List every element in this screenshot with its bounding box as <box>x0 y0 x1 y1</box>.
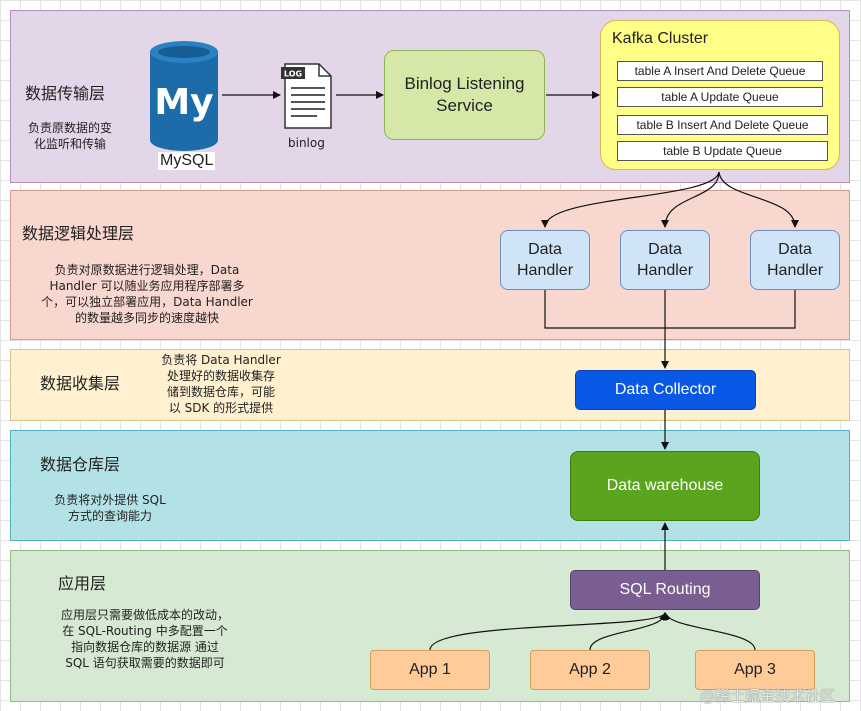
mysql-logo-text: My <box>154 82 213 123</box>
queue-table-a-update: table A Update Queue <box>617 87 823 107</box>
data-collector-node: Data Collector <box>575 370 756 410</box>
logic-layer-title: 数据逻辑处理层 <box>22 224 135 243</box>
queue-table-b-insert-delete: table B Insert And Delete Queue <box>617 115 828 135</box>
collect-layer-title: 数据收集层 <box>40 374 121 393</box>
warehouse-layer-title: 数据仓库层 <box>40 455 121 474</box>
binlog-listening-service-node: Binlog Listening Service <box>384 50 545 140</box>
app-2-node: App 2 <box>530 650 650 690</box>
app-3-node: App 3 <box>695 650 815 690</box>
data-warehouse-node: Data warehouse <box>570 451 760 521</box>
queue-table-b-update: table B Update Queue <box>617 141 828 161</box>
binlog-label: binlog <box>288 136 325 150</box>
logic-layer-desc: 负责对原数据进行逻辑处理，Data Handler 可以随业务应用程序部署多 个… <box>41 263 253 325</box>
log-file-icon: LOG <box>281 63 332 129</box>
mysql-label: MySQL <box>158 152 216 170</box>
queue-table-a-insert-delete: table A Insert And Delete Queue <box>617 61 823 81</box>
app-1-node: App 1 <box>370 650 490 690</box>
mysql-database-icon: My <box>150 41 218 151</box>
kafka-cluster-title: Kafka Cluster <box>612 30 709 47</box>
transport-layer-desc: 负责原数据的变 化监听和传输 <box>27 121 112 151</box>
app-layer-title: 应用层 <box>58 574 107 593</box>
log-tag-text: LOG <box>284 70 302 79</box>
transport-layer-title: 数据传输层 <box>25 84 106 103</box>
sql-routing-node: SQL Routing <box>570 570 760 610</box>
collect-layer-desc: 负责将 Data Handler 处理好的数据收集存 储到数据仓库，可能 以 S… <box>161 353 281 415</box>
app-layer-desc: 应用层只需要做低成本的改动， 在 SQL-Routing 中多配置一个 指向数据… <box>60 608 229 670</box>
watermark: @稀土掘金技术社区 <box>700 687 836 705</box>
warehouse-layer-desc: 负责将对外提供 SQL 方式的查询能力 <box>54 493 166 523</box>
